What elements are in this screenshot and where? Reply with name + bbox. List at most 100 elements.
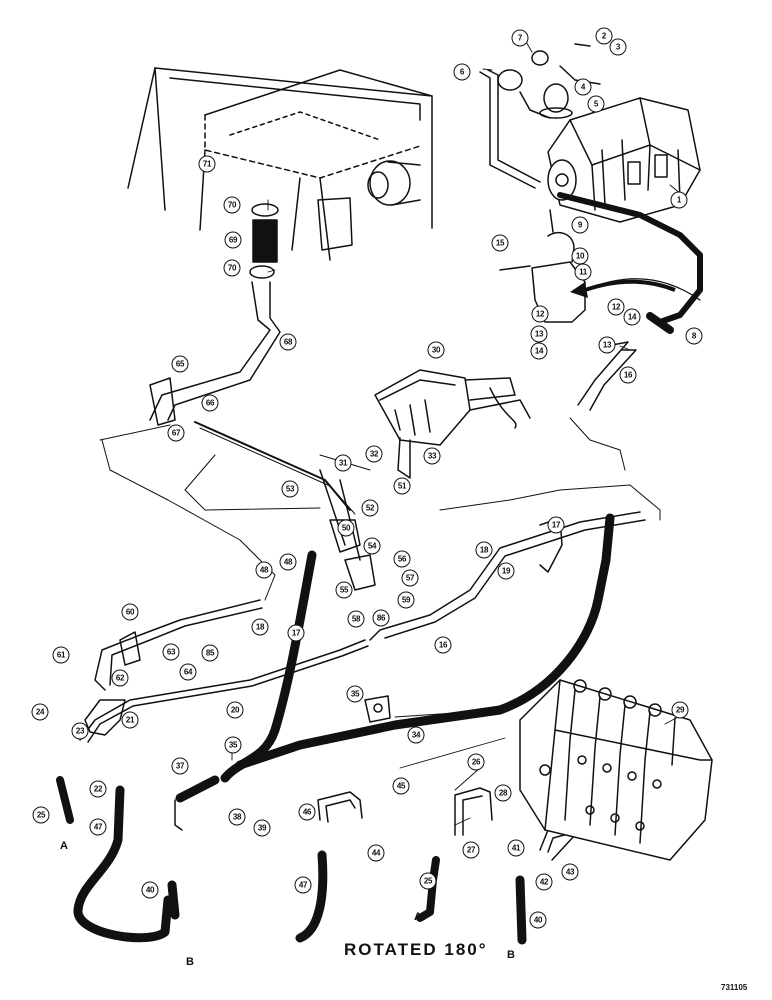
hose-end-label-a: A <box>60 840 68 852</box>
callout-55: 55 <box>335 581 353 599</box>
callout-15: 15 <box>491 234 509 252</box>
callout-54: 54 <box>363 537 381 555</box>
callout-70-bottom: 70 <box>223 259 241 277</box>
callout-14-right: 14 <box>623 308 641 326</box>
callout-41: 41 <box>507 839 525 857</box>
callout-7: 7 <box>511 29 529 47</box>
callout-86: 86 <box>372 609 390 627</box>
callout-28: 28 <box>494 784 512 802</box>
callout-17-right: 17 <box>547 516 565 534</box>
callout-33: 33 <box>423 447 441 465</box>
callout-47-right: 47 <box>294 876 312 894</box>
callout-57: 57 <box>401 569 419 587</box>
callout-6: 6 <box>453 63 471 81</box>
callout-13-right: 13 <box>598 336 616 354</box>
callout-70-top: 70 <box>223 196 241 214</box>
callout-71: 71 <box>198 155 216 173</box>
callout-40-right: 40 <box>529 911 547 929</box>
callout-5: 5 <box>587 95 605 113</box>
callout-67: 67 <box>167 424 185 442</box>
callout-85: 85 <box>201 644 219 662</box>
callout-63: 63 <box>162 643 180 661</box>
callout-17-left: 17 <box>287 624 305 642</box>
callout-3: 3 <box>609 38 627 56</box>
callout-16-top: 16 <box>619 366 637 384</box>
callout-26: 26 <box>467 753 485 771</box>
callout-32: 32 <box>365 445 383 463</box>
callout-35-top: 35 <box>346 685 364 703</box>
callout-35-bottom: 35 <box>224 736 242 754</box>
callout-61: 61 <box>52 646 70 664</box>
callout-30: 30 <box>427 341 445 359</box>
callout-1: 1 <box>670 191 688 209</box>
callout-48-right: 48 <box>279 553 297 571</box>
callout-65: 65 <box>171 355 189 373</box>
callout-59: 59 <box>397 591 415 609</box>
callout-27: 27 <box>462 841 480 859</box>
callout-50: 50 <box>337 519 355 537</box>
frame-outline <box>127 67 433 261</box>
callout-23: 23 <box>71 722 89 740</box>
control-valve-bank <box>519 679 713 861</box>
callout-24: 24 <box>31 703 49 721</box>
callout-39: 39 <box>253 819 271 837</box>
callout-52: 52 <box>361 499 379 517</box>
callout-53: 53 <box>281 480 299 498</box>
callout-19: 19 <box>497 562 515 580</box>
pipe-clamp <box>364 695 391 723</box>
callout-62: 62 <box>111 669 129 687</box>
tank-motor <box>367 160 421 206</box>
pump-fittings <box>479 43 601 189</box>
callout-11: 11 <box>574 263 592 281</box>
steel-tubes <box>79 511 646 861</box>
callout-47-left: 47 <box>89 818 107 836</box>
callout-51: 51 <box>393 477 411 495</box>
valve-assembly <box>374 369 531 479</box>
callout-66: 66 <box>201 394 219 412</box>
callout-69: 69 <box>224 231 242 249</box>
callout-16-mid: 16 <box>434 636 452 654</box>
callout-34: 34 <box>407 726 425 744</box>
callout-37: 37 <box>171 757 189 775</box>
callout-40-left: 40 <box>141 881 159 899</box>
pump-body <box>547 97 701 223</box>
callout-29: 29 <box>671 701 689 719</box>
callout-18-right: 18 <box>475 541 493 559</box>
callout-68: 68 <box>279 333 297 351</box>
callout-45: 45 <box>392 777 410 795</box>
callout-58: 58 <box>347 610 365 628</box>
rotated-note: ROTATED 180° <box>344 940 488 959</box>
callout-31: 31 <box>334 454 352 472</box>
callout-14-left: 14 <box>530 342 548 360</box>
left-brackets <box>84 377 563 736</box>
callout-25-right: 25 <box>419 872 437 890</box>
callout-18-left: 18 <box>251 618 269 636</box>
callout-4: 4 <box>574 78 592 96</box>
arrow-head <box>570 282 588 298</box>
callout-25-left: 25 <box>32 806 50 824</box>
chassis-outline <box>99 417 661 601</box>
hose-end-label-a-rotated: A <box>414 911 422 923</box>
drawing-code: 731105 <box>721 983 748 992</box>
callout-10: 10 <box>571 247 589 265</box>
hose-end-label-b-rotated: B <box>507 949 515 961</box>
callout-44: 44 <box>367 844 385 862</box>
callout-13-left: 13 <box>530 325 548 343</box>
callout-43: 43 <box>561 863 579 881</box>
callout-60: 60 <box>121 603 139 621</box>
callout-22: 22 <box>89 780 107 798</box>
callout-46: 46 <box>298 803 316 821</box>
callout-48-left: 48 <box>255 561 273 579</box>
callout-38: 38 <box>228 808 246 826</box>
callout-8: 8 <box>685 327 703 345</box>
callout-42: 42 <box>535 873 553 891</box>
hose-end-label-b: B <box>186 956 194 968</box>
callout-12-right: 12 <box>607 298 625 316</box>
callout-12-left: 12 <box>531 305 549 323</box>
return-hoses <box>56 513 615 945</box>
callout-56: 56 <box>393 550 411 568</box>
callout-21: 21 <box>121 711 139 729</box>
direction-arrow <box>584 279 676 292</box>
